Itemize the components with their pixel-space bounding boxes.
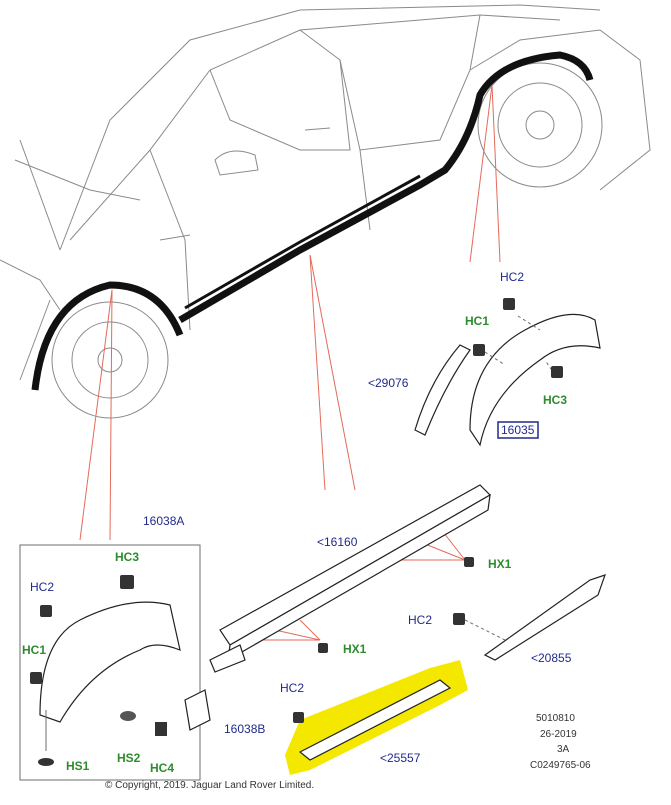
meta-line-4: C0249765-06: [530, 760, 591, 771]
label-hx1-right: HX1: [488, 557, 512, 571]
meta-line-2: 26-2019: [540, 729, 577, 740]
label-hs1: HS1: [66, 759, 90, 773]
label-hc2-mid: HC2: [408, 613, 432, 627]
label-hs2: HS2: [117, 751, 141, 765]
label-part-25557: <25557: [380, 751, 421, 765]
vehicle-outline: [0, 4, 651, 419]
label-part-16038A: 16038A: [143, 514, 184, 528]
highlighted-part-25557: [285, 660, 468, 775]
rear-lower-moulding: [453, 574, 606, 661]
label-part-20855: <20855: [531, 651, 572, 665]
sill-rail: [209, 484, 491, 673]
label-hc2-left: HC2: [30, 580, 54, 594]
vehicle-mouldings: [31, 51, 594, 391]
highlight-box-16035: [497, 421, 539, 439]
front-arch-detail-box: [19, 544, 211, 781]
copyright-text: © Copyright, 2019. Jaguar Land Rover Lim…: [105, 780, 314, 791]
label-part-29076: <29076: [368, 376, 409, 390]
label-hc4: HC4: [150, 761, 174, 775]
label-hc3-top: HC3: [543, 393, 567, 407]
label-hc1-left: HC1: [22, 643, 46, 657]
clip-hc2-top: [503, 298, 515, 310]
clip-hc1-top: [473, 344, 485, 356]
rear-arch-parts: [414, 313, 601, 447]
label-hc2-bottom: HC2: [280, 681, 304, 695]
label-part-16038B: 16038B: [224, 722, 265, 736]
meta-line-1: 5010810: [536, 713, 575, 724]
label-hc3-left: HC3: [115, 550, 139, 564]
label-hc2-top: HC2: [500, 270, 524, 284]
label-hc1-top: HC1: [465, 314, 489, 328]
callout-labels: HC2 HC1 HC3 <29076 16035 16038A HC3 HC2 …: [22, 270, 572, 775]
clip-hc3-top: [551, 366, 563, 378]
label-hx1-left: HX1: [343, 642, 367, 656]
meta-line-3: 3A: [557, 744, 570, 755]
label-part-16035: 16035: [501, 423, 535, 437]
leader-lines: [79, 84, 501, 641]
drawing-meta: 5010810 26-2019 3A C0249765-06 © Copyrig…: [105, 713, 591, 791]
label-part-16160: <16160: [317, 535, 358, 549]
